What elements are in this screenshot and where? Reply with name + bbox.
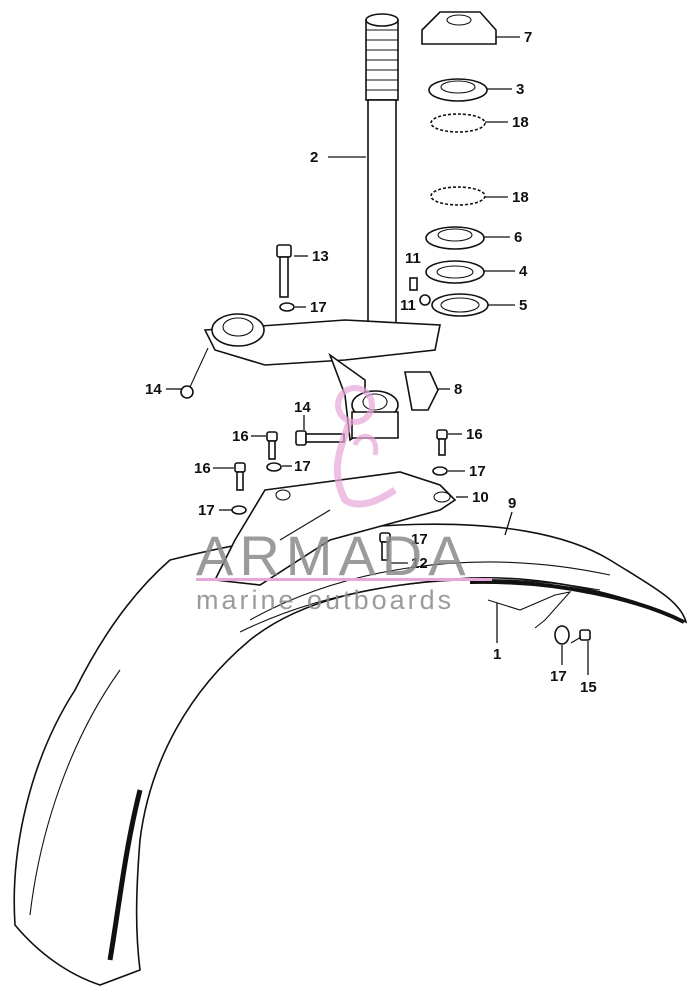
leader-lines [166,36,589,675]
watermark-brand: ARMADA [196,524,472,587]
callout-17-mid-left: 17 [294,458,311,475]
callout-17-rear: 17 [550,668,567,685]
callout-10: 10 [472,489,489,506]
callout-2: 2 [310,149,318,166]
callout-1: 1 [493,646,501,663]
top-bearing-stack [421,11,497,133]
watermark-divider [196,578,492,581]
callout-16-left: 16 [232,428,249,445]
callout-14-left: 14 [145,381,162,398]
bolt-14-middle [295,430,345,446]
bolt-14-left [180,347,209,399]
bolts-and-washers [231,302,591,645]
callout-17-bracket: 17 [198,502,215,519]
callout-6: 6 [514,229,522,246]
callout-12: 12 [411,555,428,572]
bottom-bearing-stack [425,186,489,317]
fender-stay [487,591,572,629]
steering-stem [365,13,399,341]
callout-4: 4 [519,263,528,280]
callout-11-upper: 11 [405,250,421,267]
callout-9: 9 [508,495,516,512]
under-bracket [203,313,441,442]
callout-18-lower: 18 [512,189,529,206]
callout-17-top: 17 [310,299,327,316]
callout-16-right: 16 [466,426,483,443]
callout-3: 3 [516,81,524,98]
callout-18-upper: 18 [512,114,529,131]
callout-11-lower: 11 [400,297,416,314]
callout-5: 5 [519,297,527,314]
callout-labels: 7 3 18 2 18 6 13 11 4 11 5 17 14 8 14 16… [145,29,597,696]
callout-17-mid-right: 17 [469,463,486,480]
bolt-13 [276,244,292,298]
callout-17-bolt12: 17 [411,531,428,548]
callout-8: 8 [454,381,462,398]
callout-16-far-left: 16 [194,460,211,477]
callout-13: 13 [312,248,329,265]
watermark-emblem [333,385,397,508]
watermark-tagline: marine outboards [196,585,455,615]
fender-bracket [213,471,457,586]
callout-15: 15 [580,679,597,696]
clip-8 [404,371,439,411]
screws-11 [409,277,431,306]
callout-7: 7 [524,29,532,46]
callout-14-middle: 14 [294,399,311,416]
front-fender [13,523,688,986]
